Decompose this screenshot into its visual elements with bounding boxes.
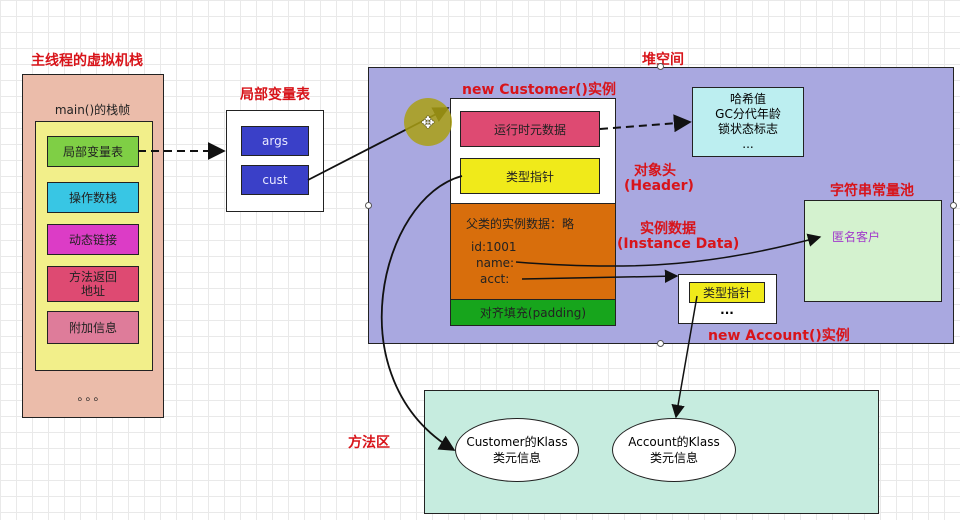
customer-type-pointer-box: 类型指针 xyxy=(460,158,600,194)
field-name: name: xyxy=(476,256,515,270)
string-pool-title: 字符串常量池 xyxy=(830,183,914,199)
type-pointer-label: 类型指针 xyxy=(505,169,554,184)
parent-instance-data-label: 父类的实例数据：略 xyxy=(466,217,575,231)
account-klass: Account的Klass 类元信息 xyxy=(612,418,736,482)
stack-item-extra-info: 附加信息 xyxy=(47,311,139,344)
field-acct: acct: xyxy=(480,272,510,286)
stack-item-return-address: 方法返回 地址 xyxy=(47,266,139,302)
type-pointer-label: 类型指针 xyxy=(702,286,751,300)
arrow-type-pointer-to-customer-klass xyxy=(380,175,463,451)
stack-ellipsis: 。。。 xyxy=(77,389,108,403)
stack-item-operand-stack: 操作数栈 xyxy=(47,182,139,213)
local-var-label: cust xyxy=(262,173,288,187)
header-info-hash: 哈希值 xyxy=(729,92,766,106)
arrow-acct-to-account xyxy=(521,269,679,283)
header-info-gc-age: GC分代年龄 xyxy=(715,107,781,121)
header-info-box: 哈希值 GC分代年龄 锁状态标志 ... xyxy=(692,87,804,157)
move-cursor-icon: ✥ xyxy=(421,112,435,132)
stack-item-label: 操作数栈 xyxy=(68,191,117,205)
main-thread-stack-title: 主线程的虚拟机栈 xyxy=(31,53,143,69)
customer-instance-data: 父类的实例数据：略 id:1001 name: acct: xyxy=(450,203,616,300)
stack-item-label: 局部变量表 xyxy=(62,145,123,159)
heap-title: 堆空间 xyxy=(642,52,684,68)
heap-resize-handle-left[interactable] xyxy=(365,202,372,209)
instance-data-label-cn: 实例数据 xyxy=(640,221,696,237)
instance-data-label-en: (Instance Data) xyxy=(617,236,740,252)
heap-resize-handle-bottom[interactable] xyxy=(657,340,664,347)
account-instance-title: new Account()实例 xyxy=(708,328,850,344)
local-var-args: args xyxy=(241,126,309,156)
arrow-name-to-string-pool xyxy=(515,233,822,267)
string-pool: 匿名客户 xyxy=(804,200,942,302)
klass-desc: 类元信息 xyxy=(492,451,541,465)
runtime-metadata-box: 运行时元数据 xyxy=(460,111,600,147)
stack-frame-title: main()的栈帧 xyxy=(54,103,131,117)
account-instance: 类型指针 ... xyxy=(678,274,777,324)
stack-item-local-var-table: 局部变量表 xyxy=(47,136,139,167)
klass-desc: 类元信息 xyxy=(649,451,698,465)
arrow-runtime-to-header-info xyxy=(599,114,692,133)
stack-item-label: 方法返回 地址 xyxy=(68,270,117,298)
cursor-highlight xyxy=(404,98,452,146)
stack-item-label: 动态链接 xyxy=(68,233,117,247)
object-header-label-cn: 对象头 xyxy=(634,163,676,179)
padding-label: 对齐填充(padding) xyxy=(479,306,587,320)
heap-resize-handle-top[interactable] xyxy=(657,63,664,70)
field-id: id:1001 xyxy=(471,240,517,254)
stack-item-label: 附加信息 xyxy=(68,321,117,335)
klass-name: Customer的Klass xyxy=(466,435,568,449)
object-header-label-en: (Header) xyxy=(624,178,694,194)
vm-stack: main()的栈帧 局部变量表 操作数栈 动态链接 方法返回 地址 附加信息 。… xyxy=(22,74,164,418)
local-var-table-title: 局部变量表 xyxy=(240,87,310,103)
runtime-metadata-label: 运行时元数据 xyxy=(493,122,566,137)
customer-instance-title: new Customer()实例 xyxy=(462,82,616,98)
local-var-cust: cust xyxy=(241,165,309,195)
local-var-label: args xyxy=(262,134,288,148)
customer-klass: Customer的Klass 类元信息 xyxy=(455,418,579,482)
stack-item-dynamic-link: 动态链接 xyxy=(47,224,139,255)
arrow-account-pointer-to-klass xyxy=(671,295,698,419)
string-pool-item: 匿名客户 xyxy=(832,230,881,244)
method-area-title: 方法区 xyxy=(348,435,390,451)
heap-resize-handle-right[interactable] xyxy=(950,202,957,209)
padding-box: 对齐填充(padding) xyxy=(450,299,616,326)
account-ellipsis: ... xyxy=(720,303,734,317)
header-info-lock-state: 锁状态标志 xyxy=(717,122,778,136)
local-var-table: args cust xyxy=(226,110,324,212)
klass-name: Account的Klass xyxy=(628,435,720,449)
account-type-pointer-box: 类型指针 xyxy=(689,282,765,303)
header-info-ellipsis: ... xyxy=(742,137,754,151)
